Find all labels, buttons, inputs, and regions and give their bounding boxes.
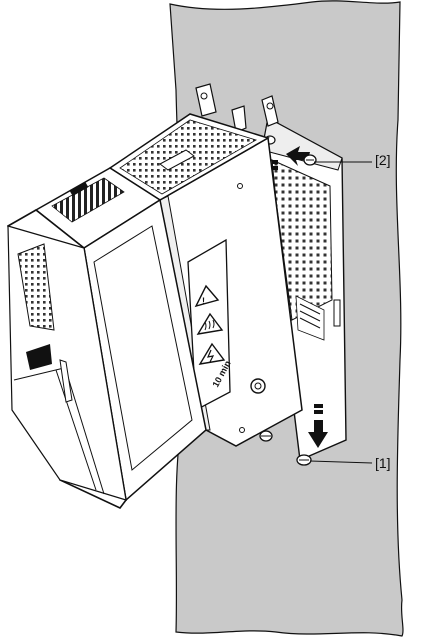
capacitor-discharge-icon xyxy=(198,342,226,365)
lower-screw xyxy=(259,430,312,466)
callout-1: [1] xyxy=(375,455,391,471)
arrow-down-icon xyxy=(308,420,328,448)
electrical-hazard-icon: ! xyxy=(194,284,220,308)
mounting-plate xyxy=(195,83,347,462)
top-connector xyxy=(69,181,89,197)
arrow-up-icon xyxy=(272,146,310,170)
callout-2: [2] xyxy=(375,152,391,168)
leader-line-1 xyxy=(309,460,373,464)
svg-text:!: ! xyxy=(202,296,205,306)
drive-front-housing xyxy=(7,167,207,509)
hot-surface-icon xyxy=(196,312,224,335)
